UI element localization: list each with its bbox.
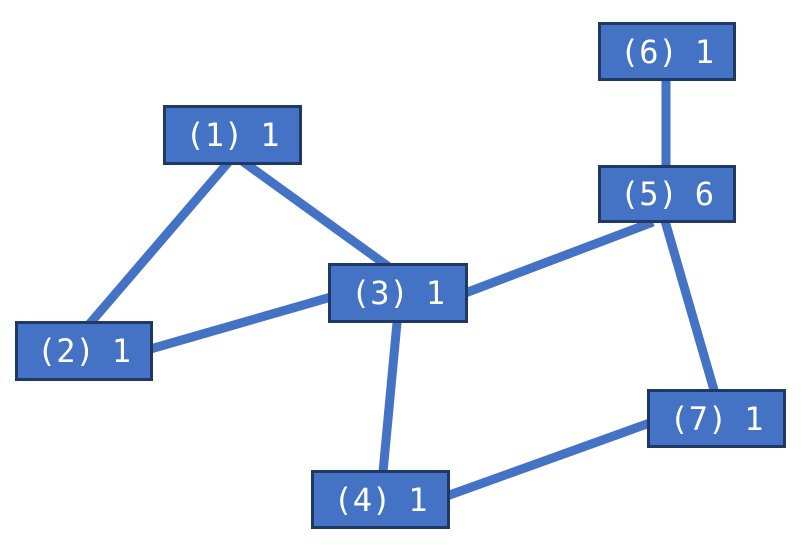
node-4: (4) 1 <box>311 470 450 529</box>
node-id-label: (1) <box>185 116 244 154</box>
node-value: 1 <box>111 332 132 370</box>
edge-1-2 <box>82 155 236 331</box>
node-value: 6 <box>694 175 715 213</box>
node-7: (7) 1 <box>647 389 786 448</box>
edge-4-7 <box>442 415 660 502</box>
edge-5-7 <box>658 212 721 399</box>
edge-3-4 <box>377 311 403 484</box>
node-id-label: (5) <box>619 175 678 213</box>
node-3: (3) 1 <box>328 263 468 323</box>
edge-1-3 <box>235 154 403 279</box>
edge-2-3 <box>138 288 347 357</box>
node-id-label: (7) <box>669 399 728 438</box>
node-value: 1 <box>694 32 715 71</box>
node-6: (6) 1 <box>598 22 736 81</box>
node-id-label: (6) <box>619 32 678 71</box>
node-5: (5) 6 <box>598 165 736 223</box>
node-id-label: (3) <box>350 274 409 312</box>
edge-3-5 <box>458 217 655 300</box>
node-value: 1 <box>744 399 764 438</box>
node-id-label: (2) <box>36 332 95 370</box>
node-1: (1) 1 <box>163 105 302 165</box>
node-id-label: (4) <box>333 480 392 519</box>
node-value: 1 <box>260 116 280 154</box>
node-2: (2) 1 <box>15 321 153 381</box>
node-value: 1 <box>408 480 428 519</box>
node-value: 1 <box>425 274 446 312</box>
